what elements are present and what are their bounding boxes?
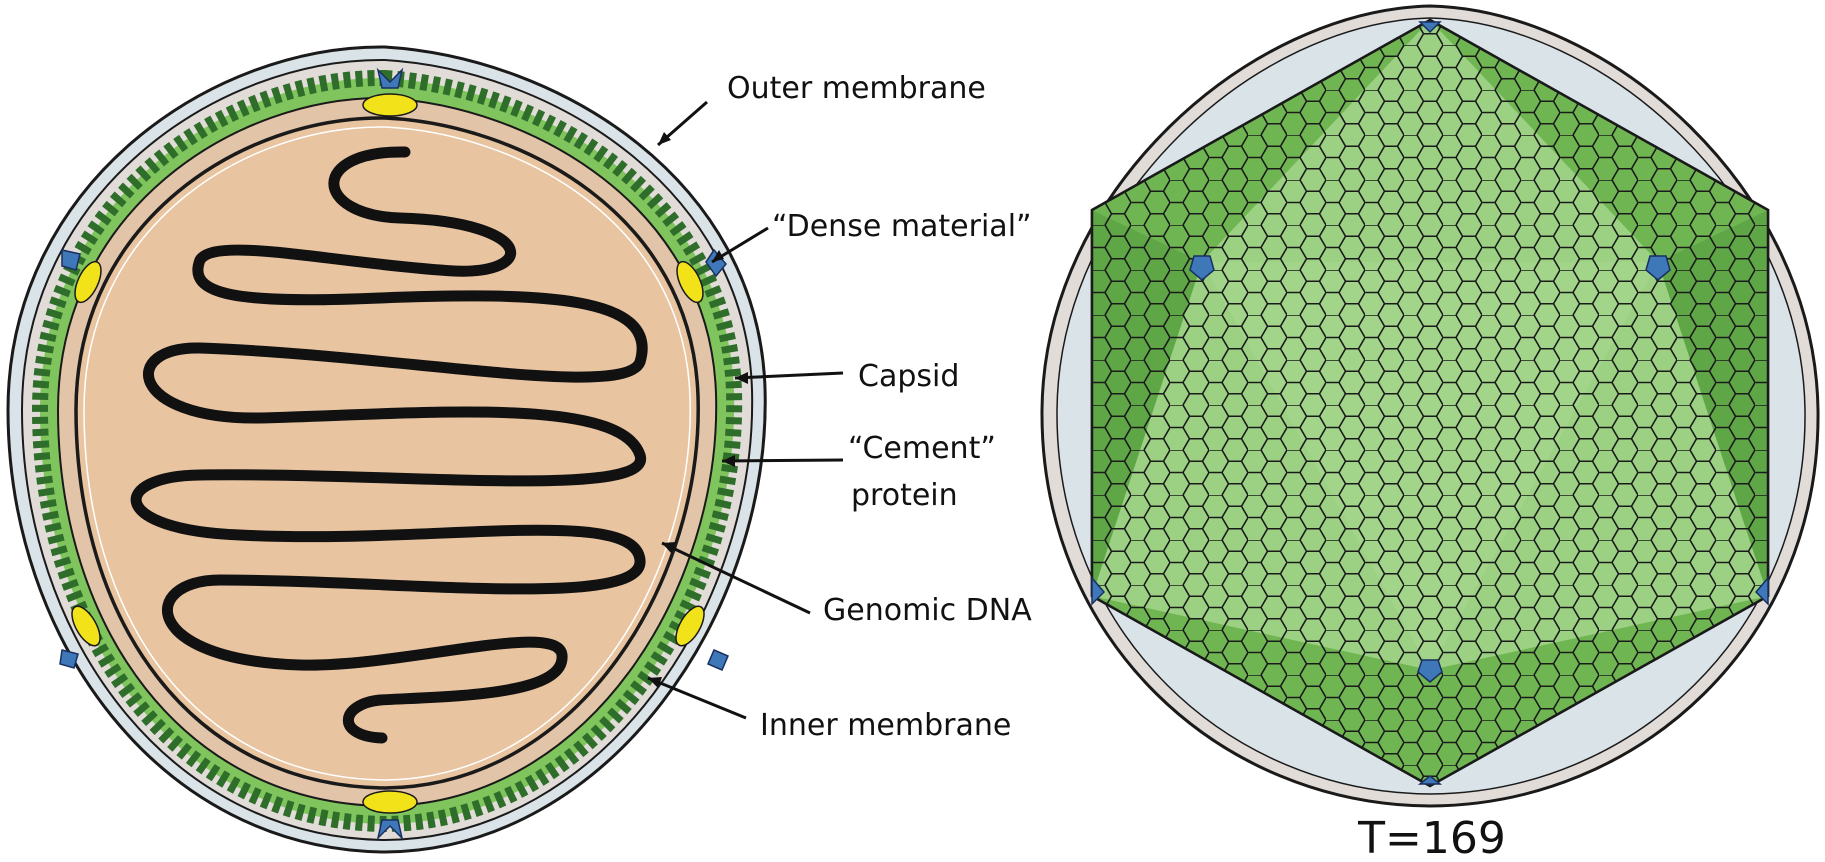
- icosahedral-capsid: [1040, 4, 1820, 808]
- label-genomic-dna: Genomic DNA: [823, 593, 1032, 628]
- dense-material-blob: [675, 605, 705, 647]
- label-cement-line2: protein: [851, 478, 958, 513]
- dense-material-blob: [71, 605, 101, 647]
- penton-vertex: [1754, 575, 1769, 606]
- cross-section: [6, 45, 767, 854]
- dense-material-blob: [676, 260, 704, 304]
- genomic-dna-leader: [661, 541, 811, 615]
- penton-vertex: [707, 649, 729, 671]
- label-outer-membrane: Outer membrane: [727, 71, 986, 106]
- label-dense-material: “Dense material”: [772, 209, 1032, 244]
- label-triangulation-number: T=169: [1357, 813, 1506, 857]
- penton-vertex: [1091, 575, 1106, 606]
- penton-vertex: [61, 249, 81, 271]
- label-capsid: Capsid: [858, 359, 959, 394]
- dense-material-blob: [362, 790, 418, 814]
- penton-vertex: [1645, 255, 1671, 281]
- label-cement-line1: “Cement”: [848, 431, 996, 466]
- penton-vertex: [1417, 775, 1443, 785]
- penton-vertex: [59, 649, 79, 669]
- inner-membrane-leader: [647, 676, 747, 720]
- cement-protein-leader: [721, 458, 844, 463]
- capsid-leader: [734, 371, 844, 380]
- inner-membrane-line: [83, 126, 691, 781]
- penton-vertex: [1418, 21, 1442, 34]
- dense-material-blob: [362, 93, 418, 117]
- penton-vertex: [1417, 659, 1443, 683]
- label-inner-membrane: Inner membrane: [760, 708, 1011, 743]
- genomic-dna: [130, 146, 648, 744]
- dense-material-blob: [74, 260, 102, 304]
- penton-vertex: [376, 819, 404, 841]
- penton-vertex: [376, 67, 404, 89]
- inner-membrane: [74, 116, 700, 790]
- leader-arrowheads: [648, 132, 748, 688]
- penton-vertex: [1189, 255, 1215, 281]
